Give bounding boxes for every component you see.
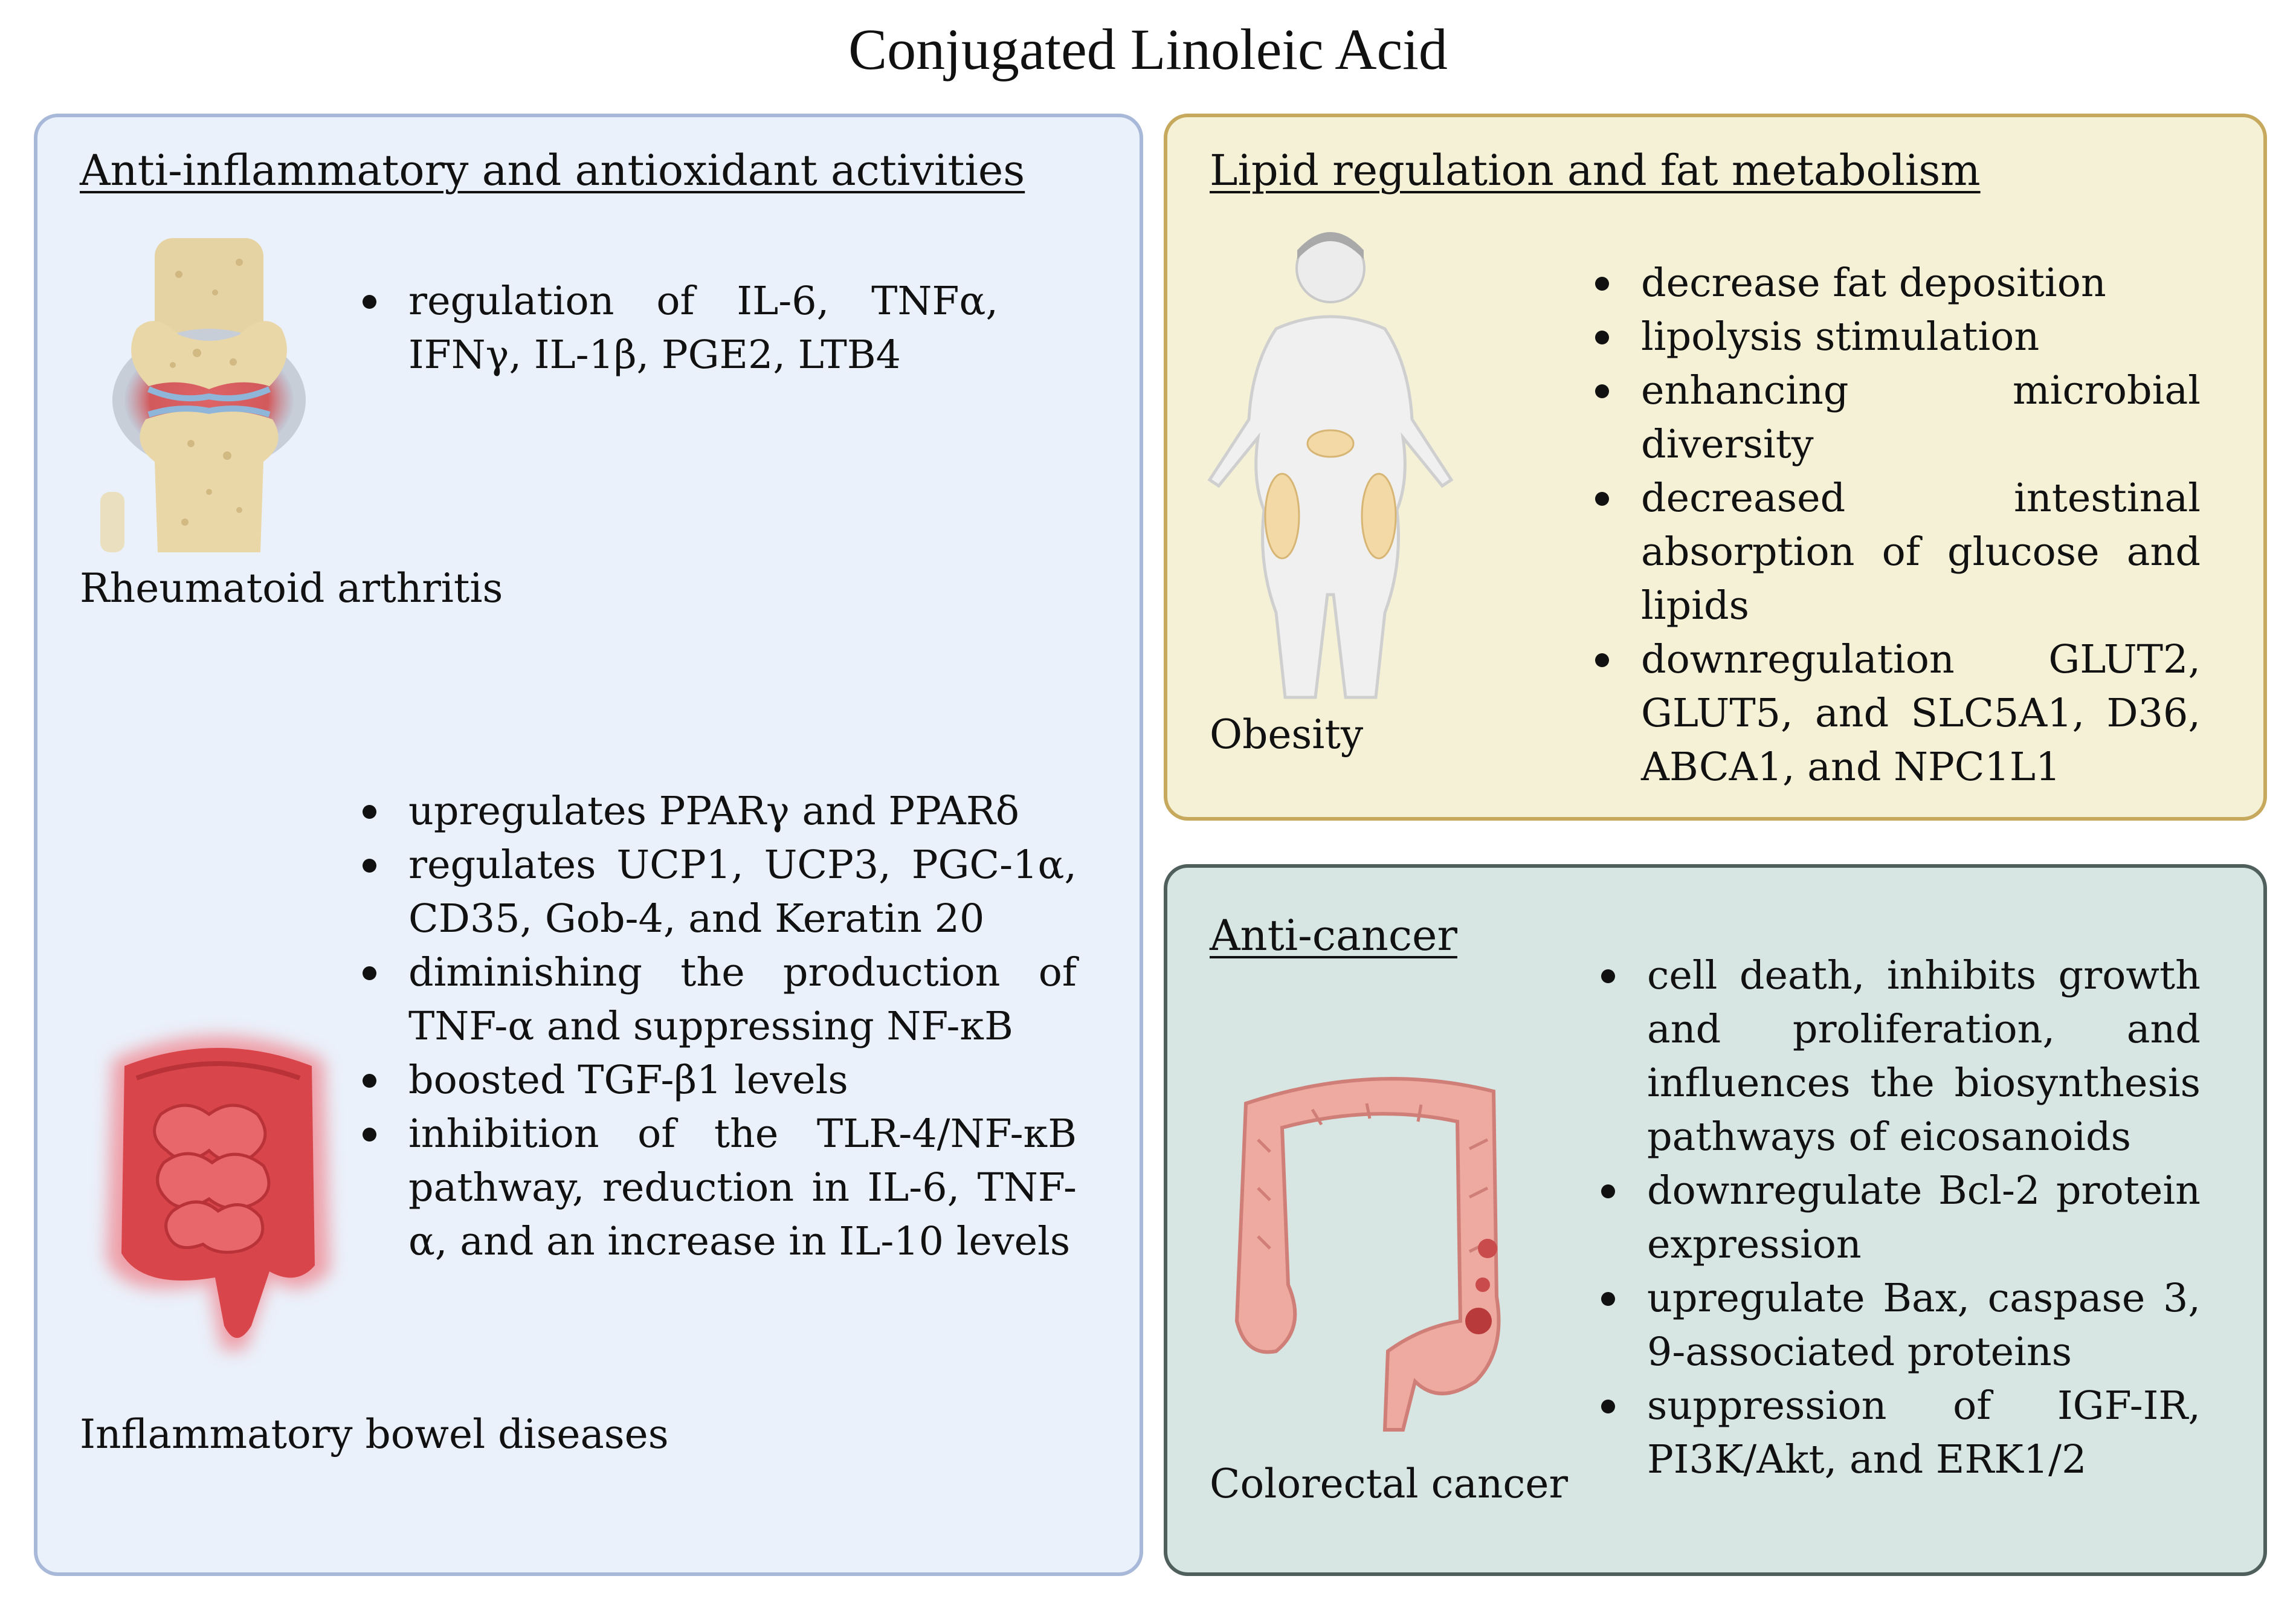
colorectal-cancer-caption: Colorectal cancer [1210, 1461, 1569, 1507]
figure-title: Conjugated Linoleic Acid [848, 17, 1448, 82]
list-item: decrease fat deposition [1590, 256, 2201, 310]
list-item: upregulate Bax, caspase 3, 9-associated … [1596, 1271, 2201, 1379]
lipid-regulation-heading: Lipid regulation and fat metabolism [1210, 146, 1981, 195]
rheumatoid-arthritis-caption: Rheumatoid arthritis [80, 565, 503, 612]
list-item: enhancing microbial diversity [1590, 364, 2201, 471]
list-item: downregulation GLUT2, GLUT5, and SLC5A1,… [1590, 633, 2201, 794]
anti-inflammatory-heading: Anti-inflammatory and antioxidant activi… [80, 146, 1025, 195]
intestine-icon [106, 1036, 330, 1350]
obese-person-icon [1207, 232, 1454, 699]
list-item: boosted TGF-β1 levels [358, 1053, 1077, 1107]
anti-cancer-heading: Anti-cancer [1210, 911, 1457, 960]
list-item: diminishing the production of TNF-α and … [358, 946, 1077, 1053]
list-item: suppression of IGF-IR, PI3K/Akt, and ERK… [1596, 1379, 2201, 1487]
list-item: downregulate Bcl-2 protein expression [1596, 1164, 2201, 1271]
ibd-bullet-list: upregulates PPARγ and PPARδ regulates UC… [358, 784, 1077, 1268]
list-item: regulation of IL-6, TNFα, IFNγ, IL-1β, P… [358, 274, 998, 382]
anti-inflammatory-panel: Anti-inflammatory and antioxidant activi… [34, 114, 1143, 1576]
list-item: cell death, inhibits growth and prolifer… [1596, 949, 2201, 1164]
lipid-regulation-panel: Lipid regulation and fat metabolism Obes… [1164, 114, 2267, 821]
list-item: regulates UCP1, UCP3, PGC-1α, CD35, Gob-… [358, 838, 1077, 946]
list-item: inhibition of the TLR-4/NF-κB pathway, r… [358, 1107, 1077, 1268]
colon-icon [1234, 1077, 1501, 1432]
list-item: decreased intestinal absorption of gluco… [1590, 471, 2201, 633]
lipid-bullet-list: decrease fat deposition lipolysis stimul… [1590, 256, 2201, 794]
rheumatoid-bullet-list: regulation of IL-6, TNFα, IFNγ, IL-1β, P… [358, 274, 998, 382]
list-item: upregulates PPARγ and PPARδ [358, 784, 1077, 838]
list-item: lipolysis stimulation [1590, 310, 2201, 364]
joint-icon [100, 238, 306, 552]
anti-cancer-panel: Anti-cancer Colorectal cancer cell death… [1164, 864, 2267, 1576]
ibd-caption: Inflammatory bowel diseases [80, 1411, 669, 1458]
anticancer-bullet-list: cell death, inhibits growth and prolifer… [1596, 949, 2201, 1487]
obesity-caption: Obesity [1210, 711, 1364, 758]
